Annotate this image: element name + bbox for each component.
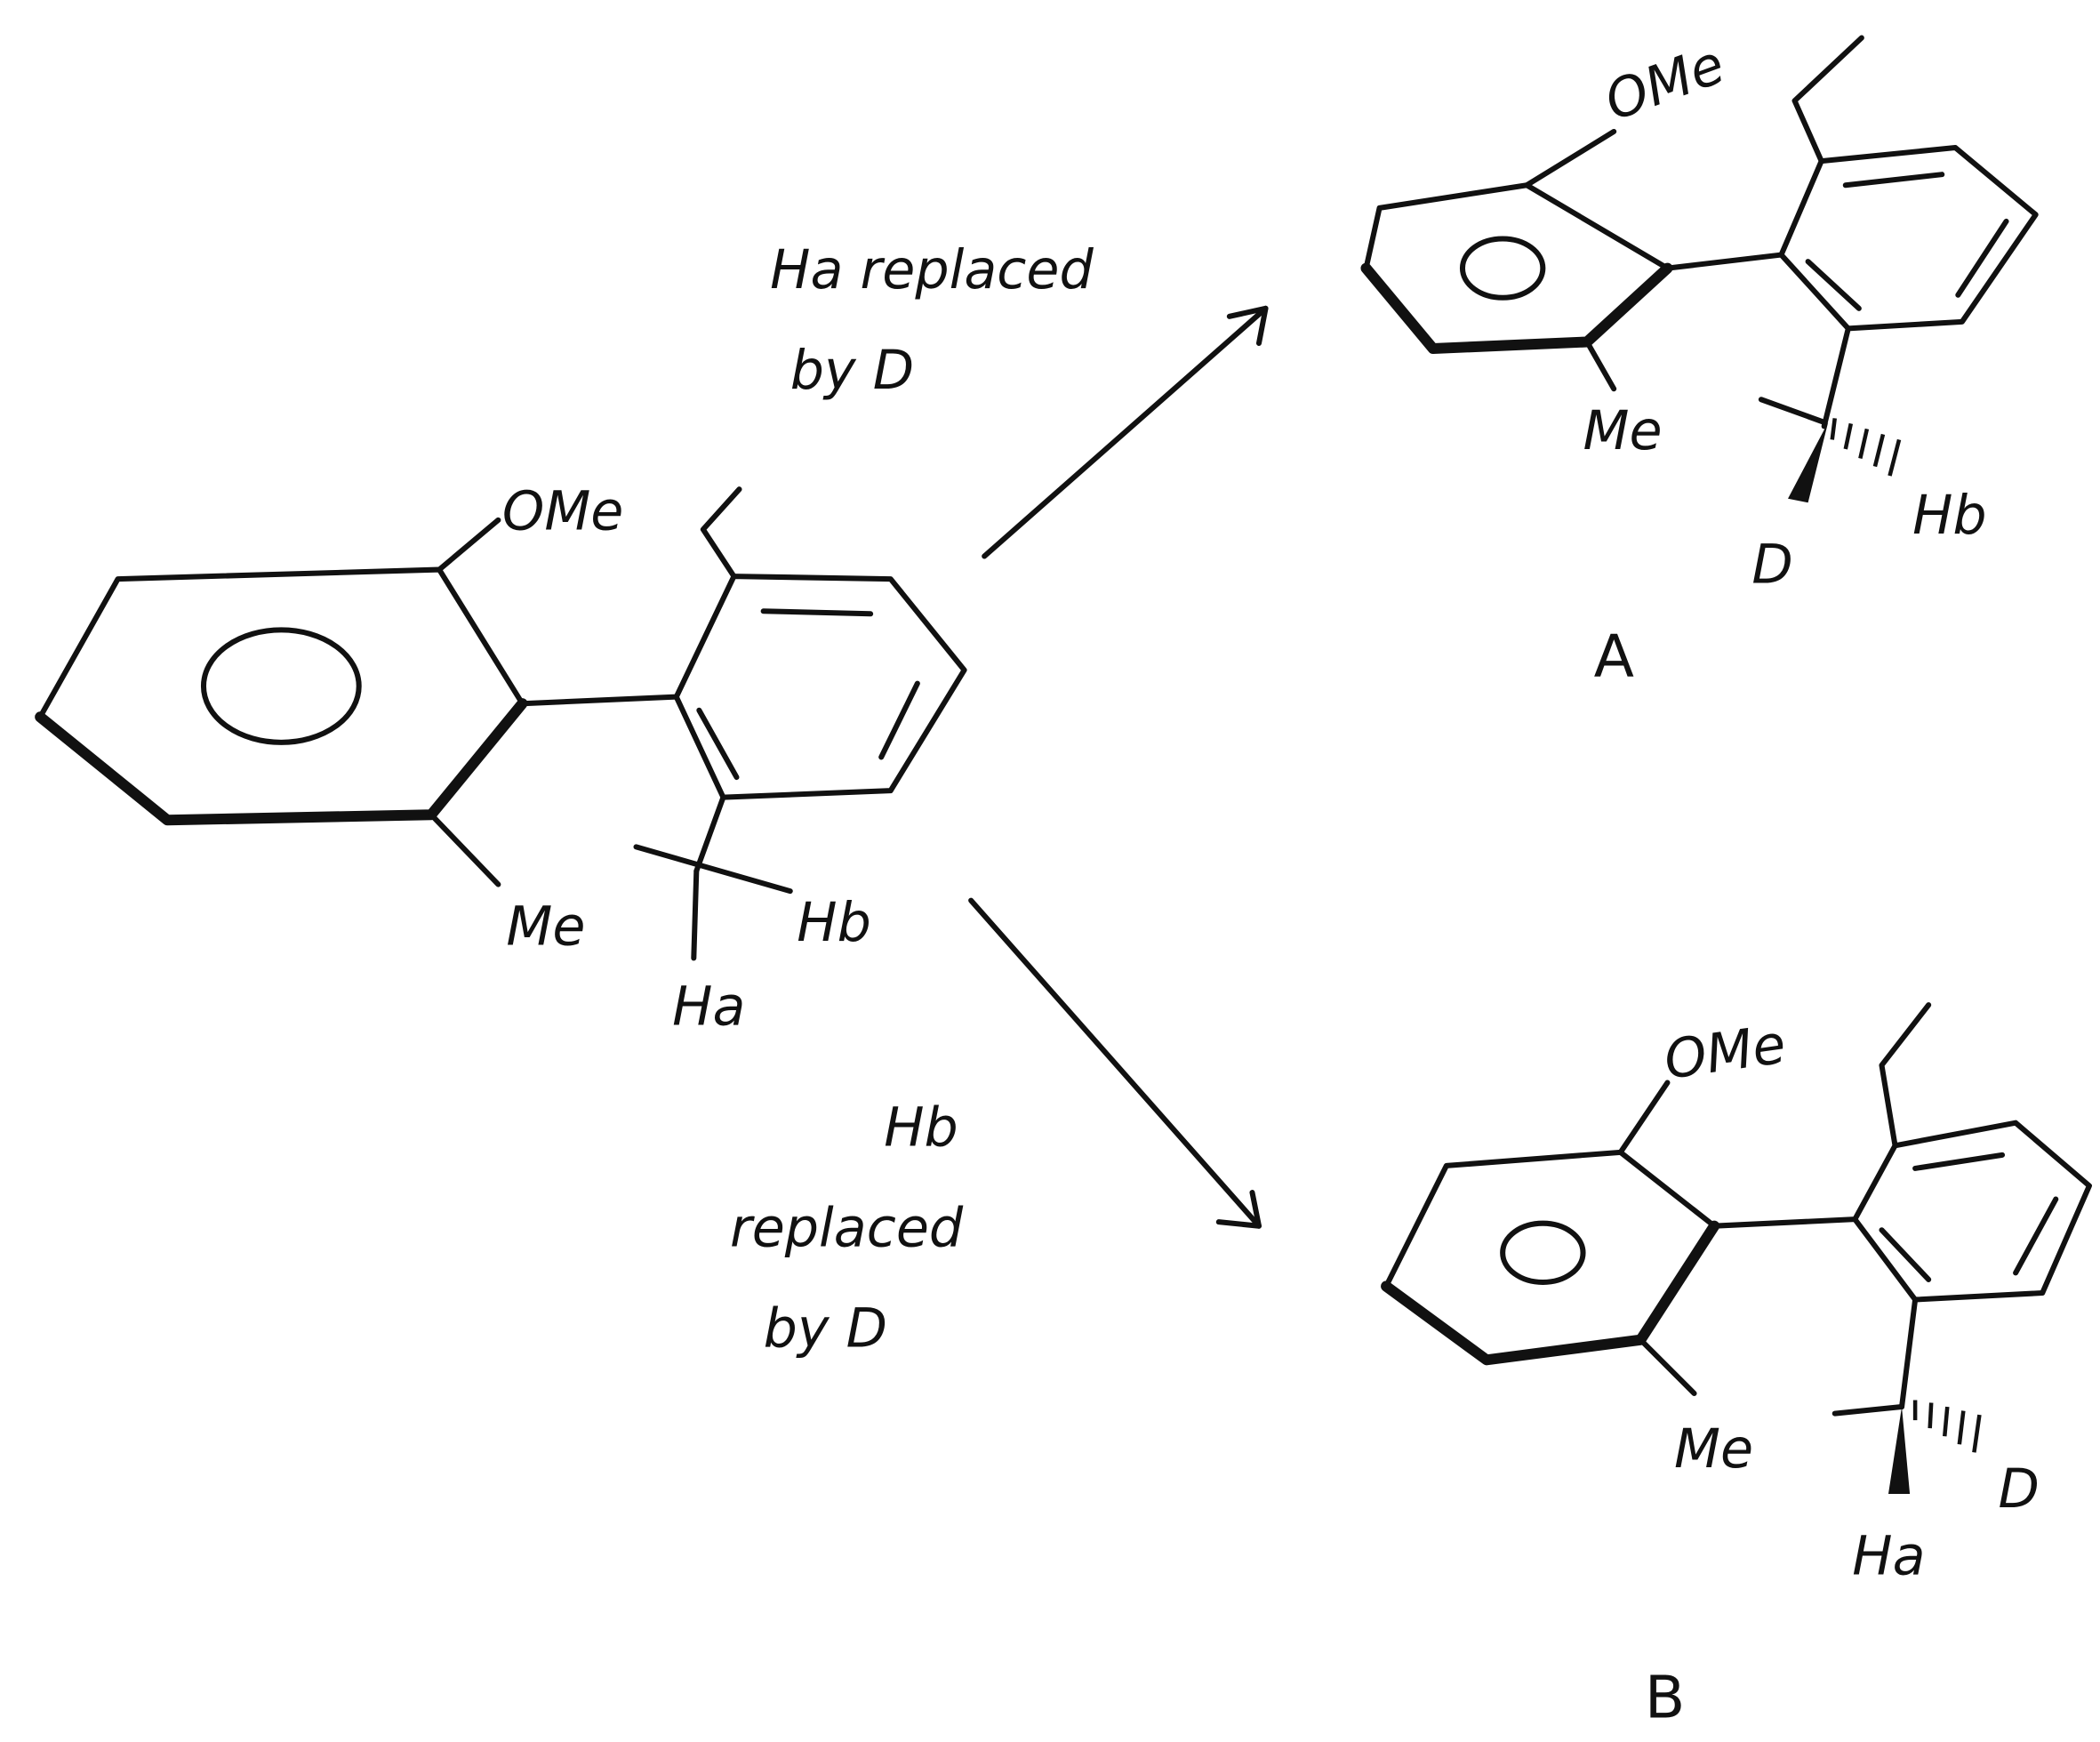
a-d-label: D <box>1751 534 1792 597</box>
a-wedge-bond <box>1788 421 1829 503</box>
a-hashed-bond <box>1830 418 1902 477</box>
product-a: OMe Me Hb D A <box>1360 34 2039 691</box>
b-ome-label: OMe <box>1661 1014 1790 1092</box>
start-me-label: Me <box>506 895 585 958</box>
b-hashed-bond <box>1912 1400 1982 1453</box>
arrow-down-text-1: Hb <box>884 1096 958 1159</box>
product-b: OMe Me D Ha B <box>1381 1002 2092 1732</box>
arrow-down-text-2: replaced <box>730 1197 964 1259</box>
start-ome-label: OMe <box>502 480 623 542</box>
b-me-label: Me <box>1674 1418 1753 1481</box>
b-ha-label: Ha <box>1852 1525 1925 1587</box>
a-me-label: Me <box>1583 400 1663 462</box>
product-a-label: A <box>1594 622 1634 691</box>
arrow-down-text-3: by D <box>764 1297 887 1360</box>
a-hb-label: Hb <box>1912 485 1987 547</box>
start-hb-label: Hb <box>797 892 871 954</box>
b-d-label: D <box>1999 1458 2040 1521</box>
arrow-up-text-2: by D <box>790 340 914 402</box>
a-ome-label: OMe <box>1597 34 1732 133</box>
product-b-label: B <box>1645 1663 1685 1732</box>
arrow-to-b: Hb replaced by D <box>730 897 1262 1360</box>
start-ha-label: Ha <box>672 976 745 1039</box>
arrow-up-text-1: Ha replaced <box>770 239 1094 301</box>
arrow-to-a: Ha replaced by D <box>770 239 1269 559</box>
b-wedge-bond <box>1888 1407 1911 1494</box>
starting-molecule: OMe Me Hb Ha <box>35 480 967 1039</box>
